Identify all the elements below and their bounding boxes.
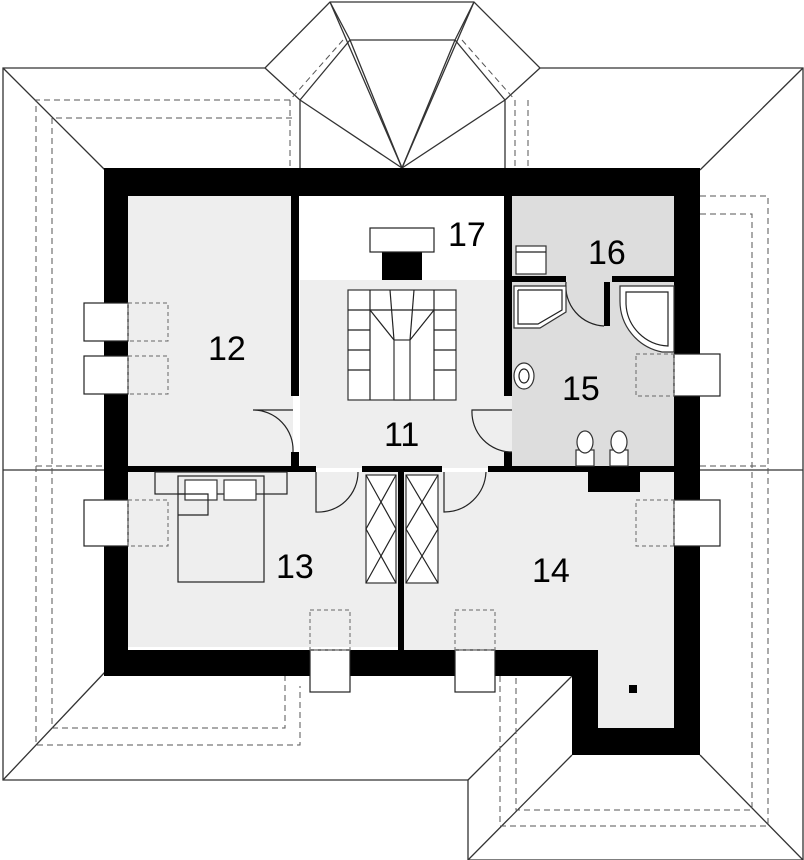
room-label-12: 12 — [208, 330, 246, 368]
walls — [104, 168, 700, 755]
room-label-15: 15 — [562, 370, 600, 408]
room-label-13: 13 — [276, 548, 314, 586]
room-label-11: 11 — [384, 416, 419, 454]
room-label-16: 16 — [588, 234, 626, 272]
wardrobes — [365, 474, 439, 584]
windows — [83, 302, 721, 693]
room-label-17: 17 — [448, 216, 486, 254]
room-label-14: 14 — [532, 552, 570, 590]
dashed-outlines — [35, 39, 769, 827]
room-labels: 11 12 13 14 15 16 17 — [208, 216, 626, 590]
bed — [154, 471, 288, 583]
staircase — [347, 227, 457, 401]
bathroom-fixtures — [513, 245, 675, 467]
floor-fills — [128, 196, 674, 728]
